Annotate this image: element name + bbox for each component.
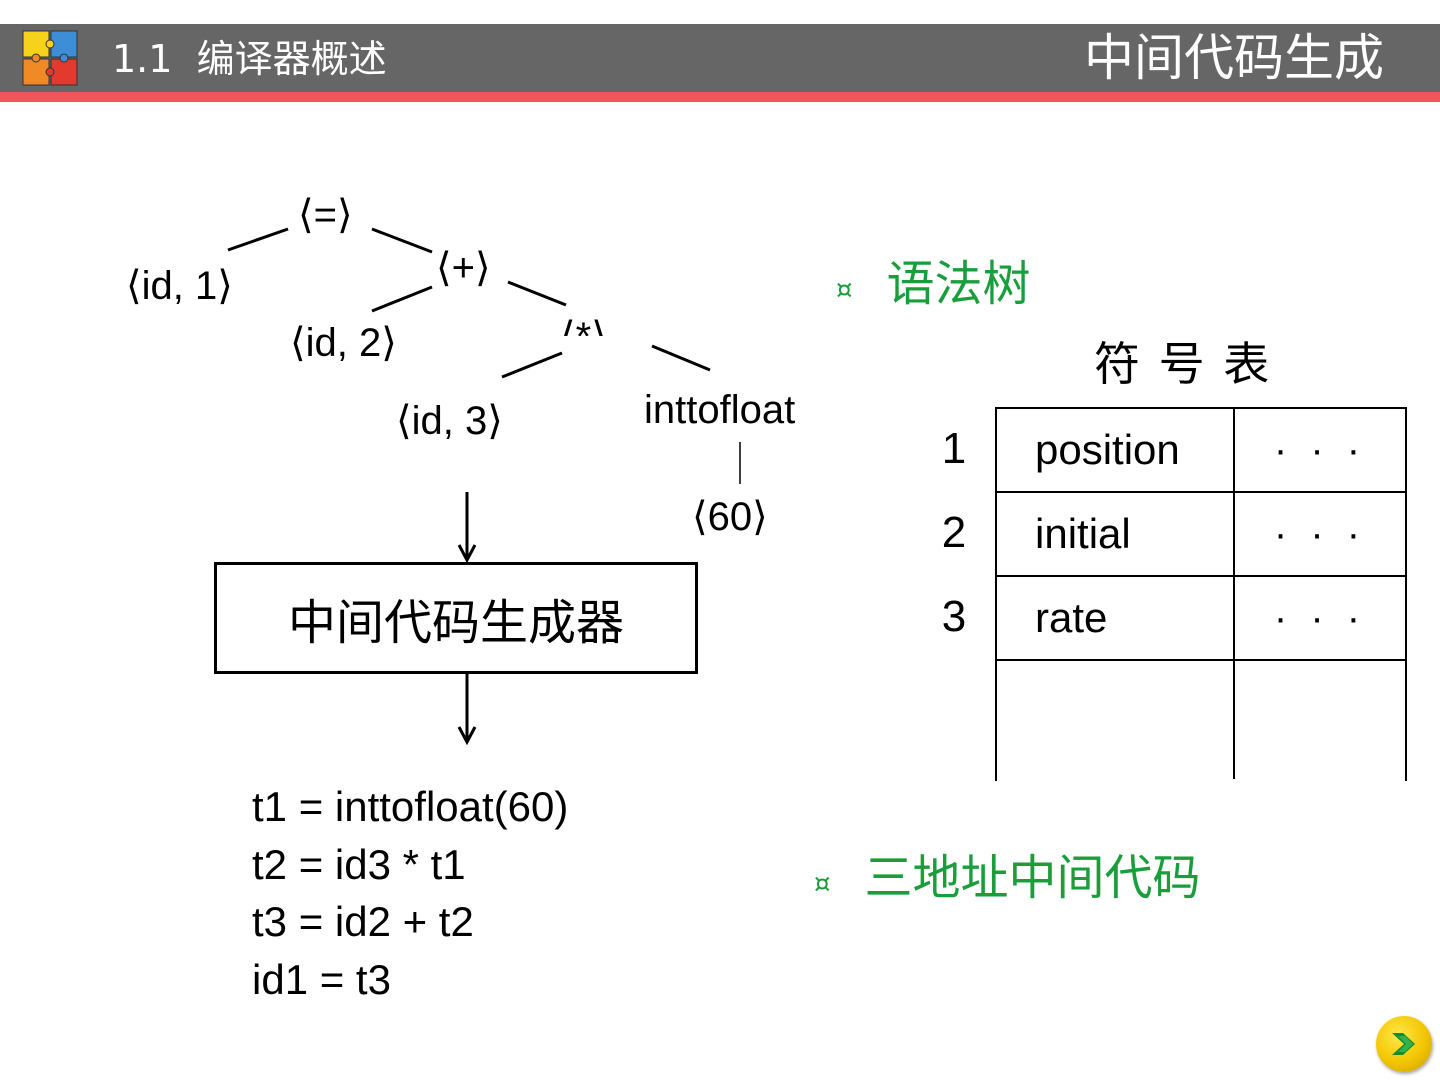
symbol-table-title: 符 号 表: [1094, 337, 1272, 391]
symbol-table: position · · · initial · · · rate · · ·: [995, 407, 1407, 781]
symbol-row-index: 2: [941, 508, 967, 557]
annotation-label: 语法树: [886, 256, 1031, 312]
symbol-attributes: [1235, 661, 1405, 779]
title-bar-rule: [0, 92, 1440, 102]
tree-edge: [501, 351, 563, 379]
generator-label: 中间代码生成器: [287, 595, 624, 651]
three-address-code: t1 = inttofloat(60) t2 = id3 * t1 t3 = i…: [252, 778, 772, 1008]
bullet-icon: ¤: [814, 869, 831, 899]
tree-node-mult: ⟨*⟩: [560, 314, 607, 336]
page-heading: 中间代码生成: [1084, 29, 1384, 87]
symbol-table-row: [997, 661, 1405, 779]
code-line: id1 = t3: [252, 955, 391, 1003]
annotation-label: 三地址中间代码: [864, 850, 1201, 906]
tree-node-id1: ⟨id, 1⟩: [126, 264, 233, 308]
symbol-row-index: 1: [941, 424, 967, 473]
symbol-name: rate: [997, 577, 1235, 659]
code-line: t1 = inttofloat(60): [252, 783, 569, 830]
symbol-attributes: · · ·: [1273, 596, 1367, 640]
tree-edge: [227, 227, 289, 252]
annotation-syntax-tree: ¤ 语法树: [836, 244, 1031, 314]
puzzle-logo-icon: [22, 30, 78, 86]
arrow-head: [457, 726, 477, 746]
symbol-name: initial: [997, 493, 1235, 575]
next-arrow-icon: [1392, 1033, 1415, 1055]
tree-node-plus: ⟨+⟩: [436, 246, 491, 290]
tree-node-inttofloat: inttofloat: [644, 388, 796, 432]
symbol-attributes: · · ·: [1273, 428, 1367, 472]
symbol-attributes: · · ·: [1273, 512, 1367, 556]
symbol-row-index: 3: [941, 592, 967, 641]
symbol-table-row: position · · ·: [997, 409, 1405, 493]
symbol-name: [997, 661, 1235, 779]
arrow-head: [457, 544, 477, 564]
tree-edge: [507, 280, 567, 307]
title-bar: [0, 24, 1440, 92]
section-title: 1.1 编译器概述: [112, 37, 387, 81]
symbol-table-row: initial · · ·: [997, 493, 1405, 577]
tree-node-60: ⟨60⟩: [692, 495, 768, 539]
intermediate-code-generator-box: 中间代码生成器: [214, 562, 698, 674]
tree-edge: [371, 227, 433, 254]
tree-node-assign: ⟨=⟩: [298, 193, 353, 237]
annotation-three-address-code: ¤ 三地址中间代码: [814, 838, 1201, 908]
tree-edge: [371, 285, 433, 313]
next-slide-button[interactable]: [1376, 1016, 1432, 1072]
code-line: t2 = id3 * t1: [252, 840, 466, 888]
bullet-icon: ¤: [836, 275, 853, 305]
symbol-name: position: [997, 409, 1235, 491]
tree-node-id2: ⟨id, 2⟩: [290, 321, 397, 365]
symbol-table-row: rate · · ·: [997, 577, 1405, 661]
code-line: t3 = id2 + t2: [252, 898, 474, 945]
tree-node-id3: ⟨id, 3⟩: [396, 399, 503, 443]
tree-edge: [651, 344, 711, 372]
